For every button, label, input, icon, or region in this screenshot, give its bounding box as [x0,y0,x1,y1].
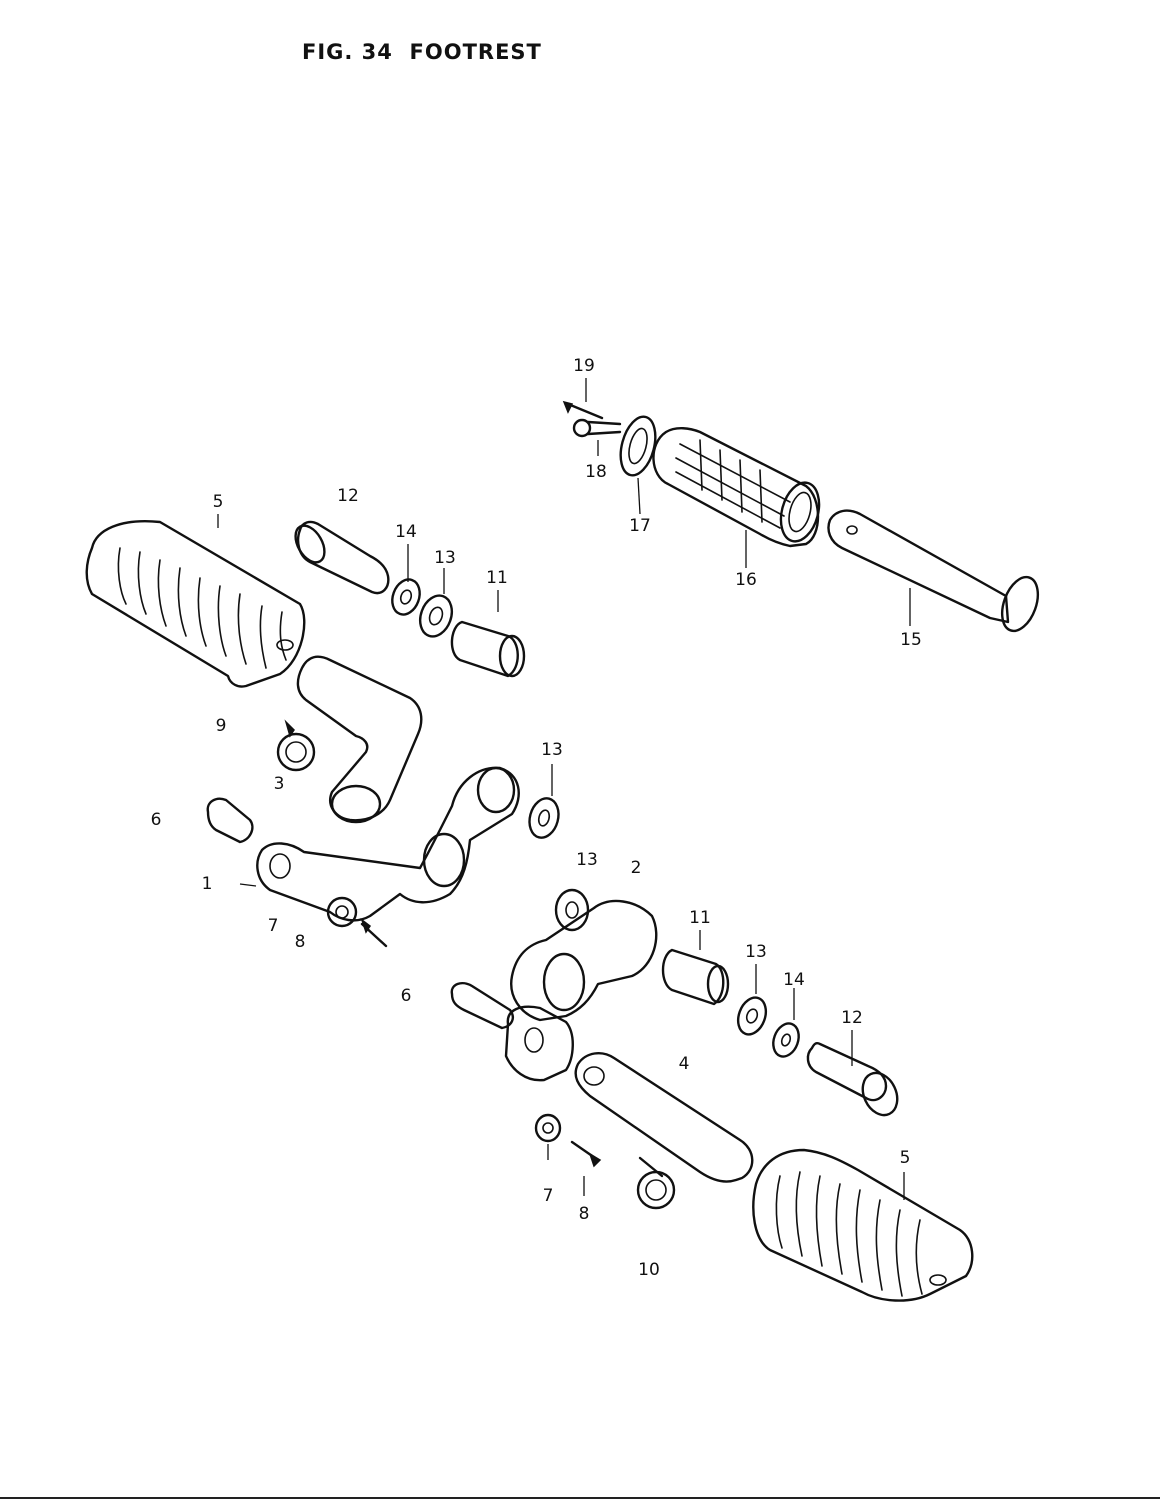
bottom-border-line [0,1497,1160,1499]
left-pin-6 [206,797,254,844]
callout-17: 17 [629,516,651,536]
right-pin-6 [450,982,514,1030]
callout-14-upper: 14 [395,522,417,542]
right-pivot-pin [806,1042,899,1117]
callout-11-lower: 11 [689,908,711,928]
callout-13-bracket: 13 [576,850,598,870]
callout-15: 15 [900,630,922,650]
callout-13-middle: 13 [541,740,563,760]
figure-title: FIG. 34 FOOTREST [302,40,542,64]
callout-8-left: 8 [294,932,306,952]
left-washer-7 [326,896,358,928]
leader-lines [217,378,911,1200]
callout-6-right: 6 [400,986,412,1006]
callout-7-right: 7 [542,1186,554,1206]
right-washer-7 [534,1113,562,1143]
left-footrest-bar [296,655,423,824]
callout-2: 2 [630,858,642,878]
callout-5-right: 5 [899,1148,911,1168]
left-footrest-bracket [256,766,520,922]
top-clevis-pin-18 [572,418,622,438]
right-footrest-rubber [752,1148,974,1302]
callout-7-left: 7 [267,916,279,936]
upper-washer-14 [391,578,421,616]
right-footrest-bar [574,1052,754,1183]
right-washer-13 [736,996,768,1036]
left-footrest-rubber [85,520,306,688]
middle-washer-13 [528,797,560,839]
callout-19: 19 [573,356,595,376]
callout-14-lower: 14 [783,970,805,990]
upper-bush-11 [450,620,526,678]
callout-3: 3 [273,774,285,794]
callout-13-upper: 13 [434,548,456,568]
right-washer-14 [772,1022,800,1058]
top-footrest-bar-15 [827,509,1040,633]
callout-8-right: 8 [578,1204,590,1224]
callout-13-lower: 13 [745,942,767,962]
right-footrest-bracket [504,888,658,1082]
callout-12-lower: 12 [841,1008,863,1028]
callout-9: 9 [215,716,227,736]
upper-pivot-pin [294,520,390,595]
upper-washer-13 [418,594,454,638]
callout-12-upper: 12 [337,486,359,506]
callout-18: 18 [585,462,607,482]
callout-6-left: 6 [150,810,162,830]
top-grip-16 [652,427,821,548]
callout-16: 16 [735,570,757,590]
callout-1: 1 [201,874,213,894]
left-spring-9 [276,719,316,772]
right-cotter-pin-8 [570,1140,602,1168]
callout-4: 4 [678,1054,690,1074]
right-bush-11 [661,948,730,1006]
left-cotter-pin-8 [360,917,388,948]
callout-11-upper: 11 [486,568,508,588]
callout-5-left: 5 [212,492,224,512]
callout-10: 10 [638,1260,660,1280]
top-cotter-pin-19 [562,400,604,420]
right-spring-10 [636,1156,676,1210]
